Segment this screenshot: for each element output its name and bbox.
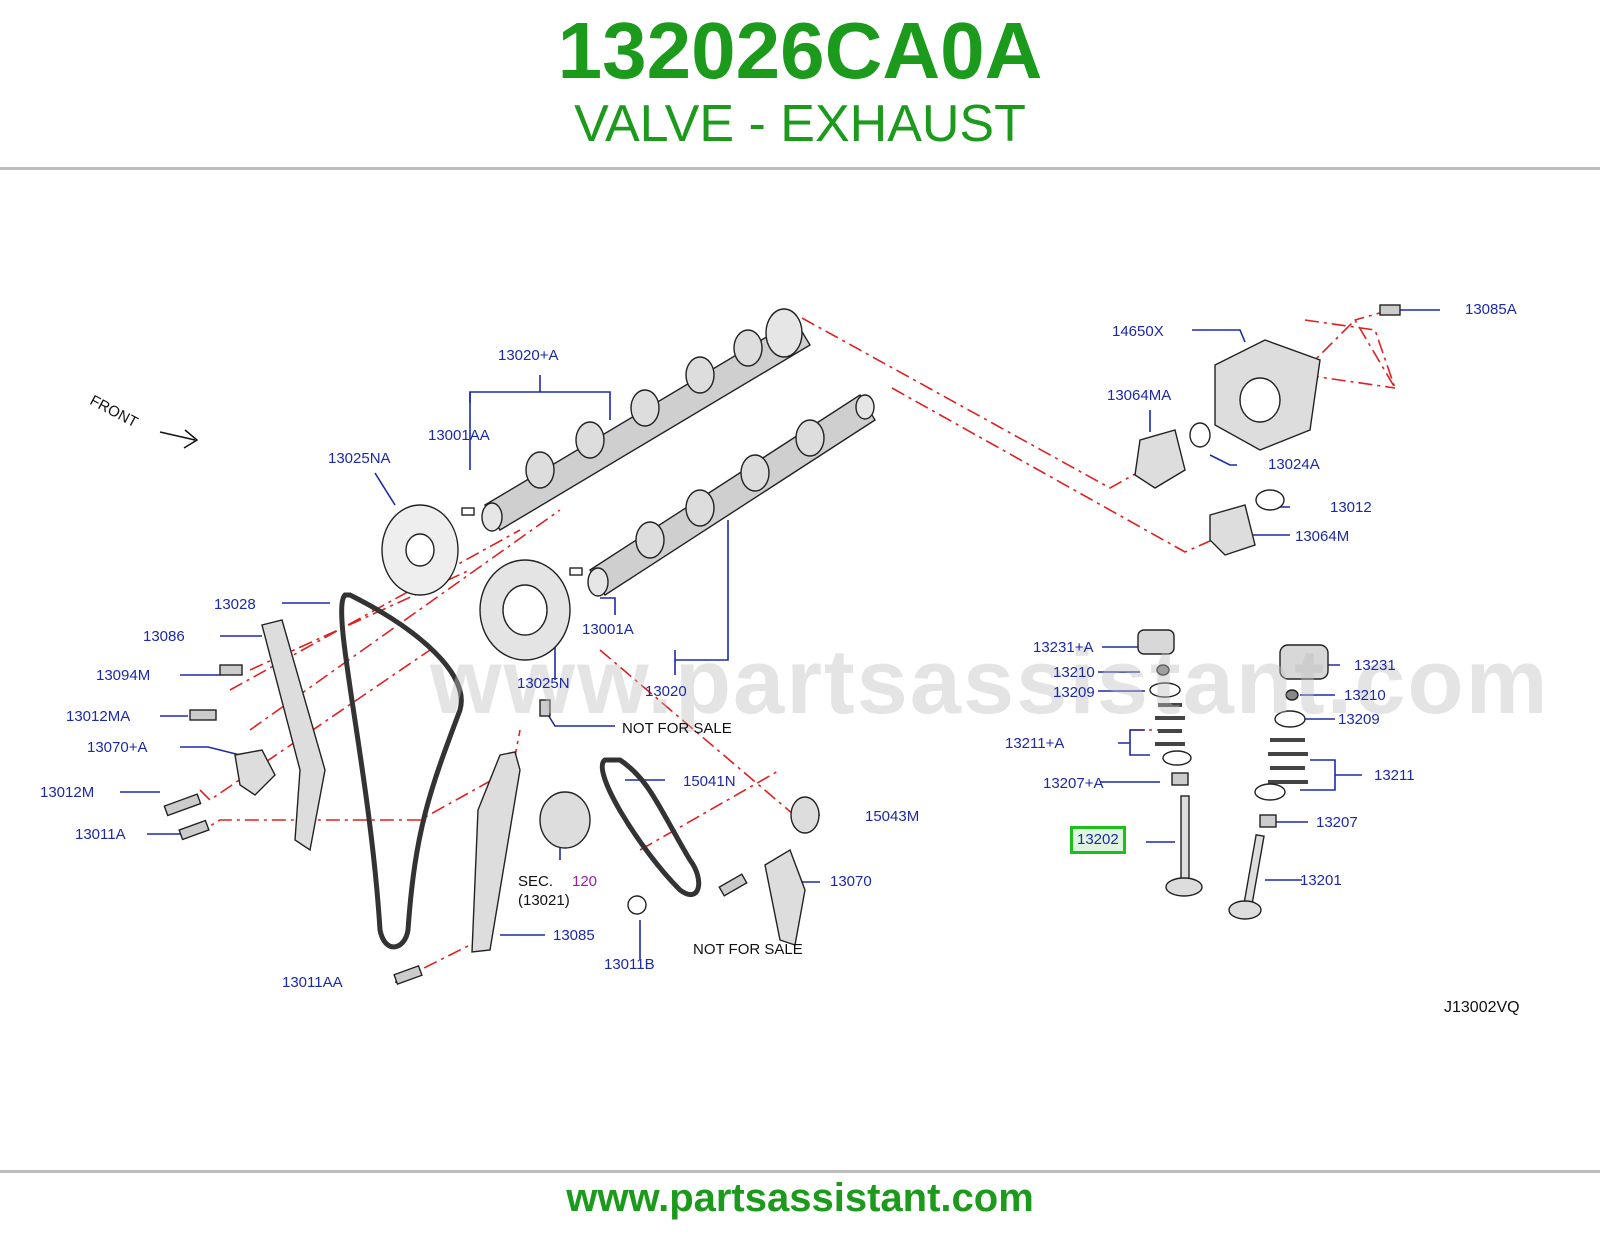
callout-13070a[interactable]: 13070+A xyxy=(87,739,148,756)
callout-13064m[interactable]: 13064M xyxy=(1295,528,1350,545)
callout-13086[interactable]: 13086 xyxy=(143,628,185,645)
footer-divider xyxy=(0,1170,1600,1173)
diagram-drawing xyxy=(120,304,1440,986)
callout-13064ma[interactable]: 13064MA xyxy=(1107,387,1172,404)
callout-13011a[interactable]: 13011A xyxy=(75,826,126,843)
callout-13207a[interactable]: 13207+A xyxy=(1043,775,1104,792)
callout-13001a[interactable]: 13001A xyxy=(582,621,634,638)
diagram-code: J13002VQ xyxy=(1444,999,1520,1016)
callout-13209[interactable]: 13209 xyxy=(1338,711,1380,728)
valve-assembly-right xyxy=(1228,644,1329,920)
callout-13210[interactable]: 13210 xyxy=(1344,687,1386,704)
callout-13211[interactable]: 13211 xyxy=(1374,767,1415,784)
callout-13012[interactable]: 13012 xyxy=(1330,499,1372,516)
callout-13201[interactable]: 13201 xyxy=(1300,872,1342,889)
section-reference-link[interactable]: 120 xyxy=(572,873,598,890)
callout-13020[interactable]: 13020 xyxy=(645,683,687,700)
callout-13209[interactable]: 13209 xyxy=(1053,684,1095,701)
callout-13085[interactable]: 13085 xyxy=(553,927,595,944)
tensioner-and-sprockets xyxy=(234,749,820,946)
callout-13001aa[interactable]: 13001AA xyxy=(428,427,490,444)
footer-website-link[interactable]: www.partsassistant.com xyxy=(566,1176,1034,1220)
part-number-title: 132026CA0A xyxy=(557,6,1043,95)
valve-assembly-left xyxy=(1137,629,1203,897)
callout-13210[interactable]: 13210 xyxy=(1053,664,1095,681)
callout-13211a[interactable]: 13211+A xyxy=(1005,735,1065,752)
front-arrow xyxy=(159,429,199,449)
callout-13012ma[interactable]: 13012MA xyxy=(66,708,131,725)
callout-13024a[interactable]: 13024A xyxy=(1268,456,1320,473)
timing-chain-secondary xyxy=(599,757,702,898)
camshaft-sprockets xyxy=(381,504,583,661)
callout-13070[interactable]: 13070 xyxy=(830,873,872,890)
timing-chain-main xyxy=(339,592,464,950)
not-for-sale-note: NOT FOR SALE xyxy=(622,720,732,737)
upper-camshaft xyxy=(481,308,811,532)
callout-13085a[interactable]: 13085A xyxy=(1465,301,1517,318)
section-reference-prefix: SEC. xyxy=(518,873,554,890)
vacuum-pump xyxy=(1134,339,1321,556)
section-reference-sub: (13021) xyxy=(518,892,570,909)
callout-13231[interactable]: 13231 xyxy=(1354,657,1396,674)
callout-13020a[interactable]: 13020+A xyxy=(498,347,559,364)
callout-13028[interactable]: 13028 xyxy=(214,596,256,613)
chain-guides xyxy=(261,619,521,953)
callout-14650x[interactable]: 14650X xyxy=(1112,323,1164,340)
bolts xyxy=(163,304,1401,986)
callout-15043m[interactable]: 15043M xyxy=(865,808,920,825)
callout-13231a[interactable]: 13231+A xyxy=(1033,639,1094,656)
callout-13025na[interactable]: 13025NA xyxy=(328,450,391,467)
callout-13094m[interactable]: 13094M xyxy=(96,667,151,684)
header-divider xyxy=(0,167,1600,170)
callout-13207[interactable]: 13207 xyxy=(1316,814,1358,831)
parts-diagram: www.partsassistant.com FRONT 13020+A 130… xyxy=(0,170,1600,1140)
callout-13011b[interactable]: 13011B xyxy=(604,956,655,973)
lower-camshaft xyxy=(587,394,876,597)
watermark-text: www.partsassistant.com xyxy=(430,631,1550,733)
part-name-subtitle: VALVE - EXHAUST xyxy=(574,95,1026,153)
callout-15041n[interactable]: 15041N xyxy=(683,773,736,790)
callout-13012m[interactable]: 13012M xyxy=(40,784,95,801)
page-header: 132026CA0A VALVE - EXHAUST xyxy=(0,0,1600,168)
callout-13011aa[interactable]: 13011AA xyxy=(282,974,343,991)
callout-13202-highlighted[interactable]: 13202 xyxy=(1070,826,1126,854)
parts-artwork xyxy=(163,304,1401,986)
callout-13025n[interactable]: 13025N xyxy=(517,675,570,692)
not-for-sale-note: NOT FOR SALE xyxy=(693,941,803,958)
